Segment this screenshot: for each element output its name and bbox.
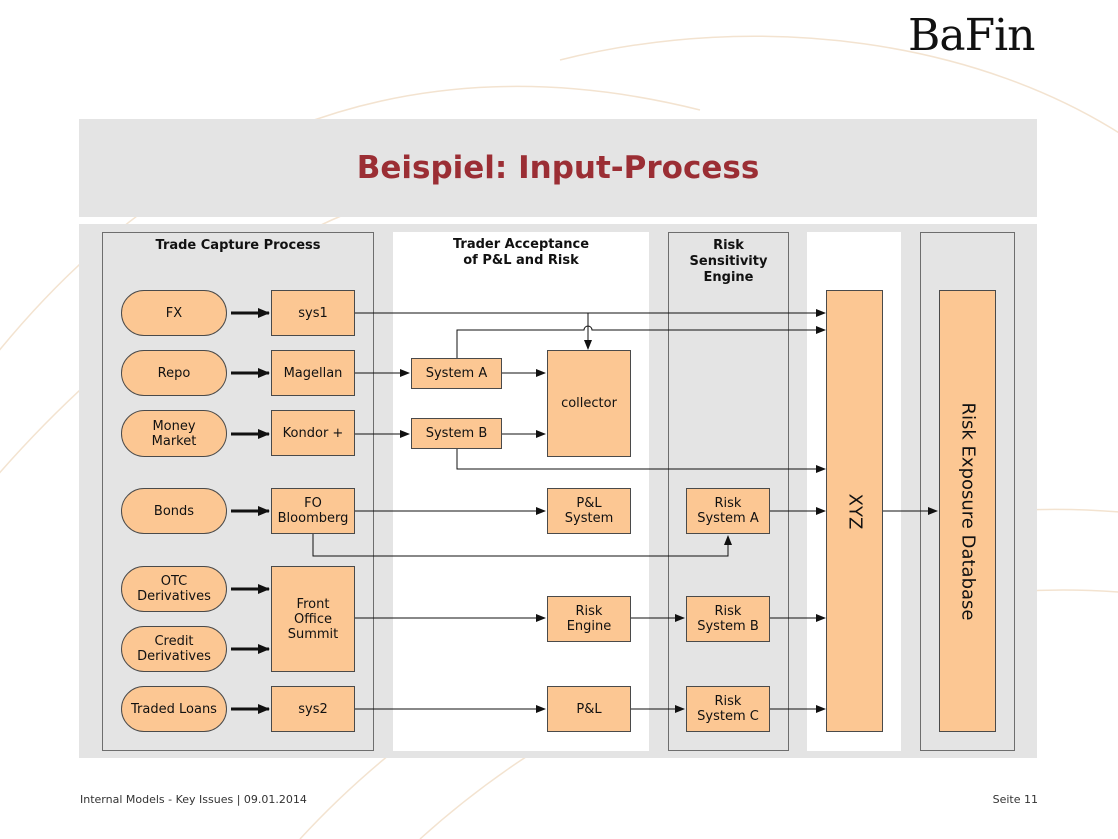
- footer-left: Internal Models - Key Issues | 09.01.201…: [80, 793, 307, 806]
- footer-page-number: Seite 11: [992, 793, 1038, 806]
- node-magellan: Magellan: [271, 350, 355, 396]
- page-title: Beispiel: Input-Process: [356, 150, 760, 186]
- node-risk-engine: Risk Engine: [547, 596, 631, 642]
- node-pl: P&L: [547, 686, 631, 732]
- lane-risk-exposure: [920, 232, 1015, 751]
- node-risk-system-c: Risk System C: [686, 686, 770, 732]
- source-credit-derivatives: Credit Derivatives: [121, 626, 227, 672]
- node-pl-system: P&L System: [547, 488, 631, 534]
- risk-exposure-database-label: Risk Exposure Database: [957, 402, 978, 620]
- source-money-market: Money Market: [121, 410, 227, 457]
- source-traded-loans: Traded Loans: [121, 686, 227, 732]
- node-kondor: Kondor +: [271, 410, 355, 456]
- bafin-logo: BaFin: [908, 10, 1036, 61]
- source-fx: FX: [121, 290, 227, 336]
- node-fo-bloomberg: FO Bloomberg: [271, 488, 355, 534]
- node-sys2: sys2: [271, 686, 355, 732]
- node-xyz: XYZ: [826, 290, 883, 732]
- node-sys1: sys1: [271, 290, 355, 336]
- node-system-b: System B: [411, 418, 502, 449]
- watermark-arc: [559, 35, 1118, 134]
- node-system-a: System A: [411, 358, 502, 389]
- node-front-office-summit: Front Office Summit: [271, 566, 355, 672]
- node-risk-exposure-database: Risk Exposure Database: [939, 290, 996, 732]
- lane-title-trade-capture: Trade Capture Process: [155, 238, 321, 253]
- lane-title-trader-acceptance: Trader Acceptance of P&L and Risk: [452, 237, 590, 268]
- source-repo: Repo: [121, 350, 227, 396]
- lane-title-risk-engine: Risk Sensitivity Engine: [689, 238, 768, 285]
- node-risk-system-b: Risk System B: [686, 596, 770, 642]
- lane-risk-engine: Risk Sensitivity Engine: [668, 232, 789, 751]
- node-collector: collector: [547, 350, 631, 457]
- source-otc-derivatives: OTC Derivatives: [121, 566, 227, 612]
- title-banner: Beispiel: Input-Process: [79, 119, 1037, 217]
- source-bonds: Bonds: [121, 488, 227, 534]
- node-risk-system-a: Risk System A: [686, 488, 770, 534]
- lane-trade-capture: Trade Capture Process: [102, 232, 374, 751]
